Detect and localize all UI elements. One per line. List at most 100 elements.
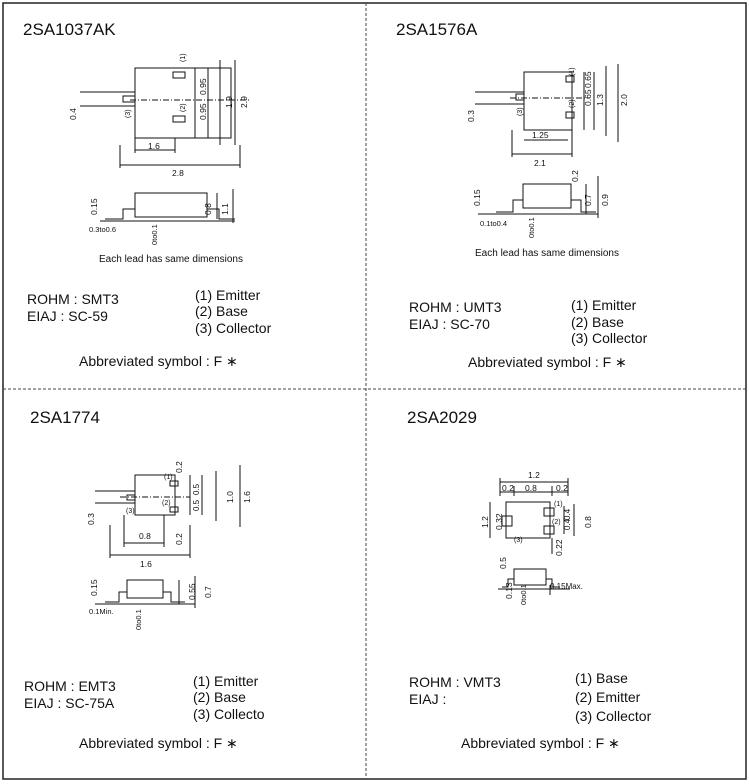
dim-pitch-2: 0.95 xyxy=(198,103,208,120)
pin-1-function: (1) Emitter xyxy=(193,673,259,689)
package-drawing-side: 0.15 0.1Min. 0to0.1 0.55 0.7 xyxy=(89,576,213,630)
pin-3-label: (3) xyxy=(125,109,132,118)
pin-3-function: (3) Collector xyxy=(195,320,272,336)
dim-pitch-1: 0.5 xyxy=(192,483,201,495)
package-drawing-top: 0.3 (3) (1) (2) 0.65 0.65 1.3 2.0 1.25 2… xyxy=(466,64,629,167)
dim-span: 1.3 xyxy=(595,94,605,106)
dim-total-height: 0.7 xyxy=(203,586,213,598)
pin-3-function: (3) Collector xyxy=(575,708,652,724)
pin-3-label: (3) xyxy=(514,537,523,544)
pin-1-label: (1) xyxy=(164,474,173,481)
dim-standoff: 0to0.1 xyxy=(150,224,159,245)
pin-1-function: (1) Emitter xyxy=(571,297,637,313)
lead-note: Each lead has same dimensions xyxy=(99,254,243,265)
lead-note: Each lead has same dimensions xyxy=(475,248,619,259)
dim-span: 1.9 xyxy=(224,96,234,108)
pin-3-function: (3) Collecto xyxy=(193,706,265,722)
pin-1-function: (1) Emitter xyxy=(195,287,261,303)
pin-2-function: (2) Emitter xyxy=(575,689,641,705)
package-drawing-side: 0.15 0.3to0.6 0to0.1 0.8 1.1 xyxy=(89,189,235,245)
pin-2-label: (2) xyxy=(180,103,187,112)
package-drawing-top: 0.3 (3) (1) (2) 0.2 0.2 0.5 0.5 1.0 1.6 … xyxy=(86,461,252,569)
abbreviated-symbol: Abbreviated symbol : F ∗ xyxy=(79,735,238,751)
dim-total-length: 1.6 xyxy=(242,491,252,503)
rohm-package: ROHM : UMT3 xyxy=(409,299,502,315)
rohm-package: ROHM : SMT3 xyxy=(27,291,119,307)
dim-lead-thickness: 0.15 xyxy=(89,198,99,215)
package-drawing-top: 0.4 (3) (1) (2) 0.95 0.95 1.9 2.9 1.6 2.… xyxy=(68,53,250,178)
dim-body-width: 1.6 xyxy=(148,141,160,151)
dim-lead-thickness: 0.15 xyxy=(472,189,482,206)
dim-lead-bottom: 0.2 xyxy=(174,533,184,545)
part-number: 2SA2029 xyxy=(407,408,477,427)
dim-standoff: 0to0.1 xyxy=(527,217,536,238)
pin-1-label: (1) xyxy=(554,501,563,508)
package-drawing-top: 1.2 0.2 0.8 0.2 1.2 0.32 (3) (1) (2) 0.4… xyxy=(480,470,593,556)
pin-3-function: (3) Collector xyxy=(571,330,648,346)
pin-2-function: (2) Base xyxy=(571,314,624,330)
dim-lead-3-width: 0.32 xyxy=(494,513,504,530)
dim-total-width: 1.2 xyxy=(528,470,540,480)
package-drawing-side: 0.5 0.13 0to0.1 0.15Max. xyxy=(498,557,583,605)
dim-body-height: 0.7 xyxy=(583,194,593,206)
pin-3-label: (3) xyxy=(126,508,135,515)
dim-standoff: 0to0.1 xyxy=(519,584,528,605)
dim-pitch-1: 0.4 xyxy=(563,508,572,520)
dim-lead-top: 0.2 xyxy=(174,461,184,473)
dim-lead-width: 0.4 xyxy=(68,108,78,120)
dim-lead-width: 0.3 xyxy=(86,513,96,525)
eiaj-package: EIAJ : SC-75A xyxy=(24,695,115,711)
dim-total-height: 0.9 xyxy=(600,194,610,206)
pin-2-function: (2) Base xyxy=(195,303,248,319)
dim-pitch-2: 0.5 xyxy=(192,499,201,511)
rohm-package: ROHM : EMT3 xyxy=(24,678,116,694)
pin-3-label: (3) xyxy=(517,107,524,116)
dim-span: 1.0 xyxy=(225,491,235,503)
dim-lead-thickness: 0.13 xyxy=(504,582,514,599)
dim-standoff: 0to0.1 xyxy=(134,609,143,630)
dim-total-width: 1.6 xyxy=(140,559,152,569)
abbreviated-symbol: Abbreviated symbol : F ∗ xyxy=(468,354,627,370)
pin-1-label: (1) xyxy=(180,53,187,62)
dim-total-length: 1.2 xyxy=(480,516,490,528)
dim-body-width: 1.25 xyxy=(532,130,549,140)
dim-total-width: 2.1 xyxy=(534,158,546,167)
dim-pitch-2: 0.65 xyxy=(583,71,593,88)
abbreviated-symbol: Abbreviated symbol : F ∗ xyxy=(79,353,238,369)
dim-lead-length: 0.1Min. xyxy=(89,607,114,616)
dim-total-length: 2.0 xyxy=(619,94,629,106)
dim-lead-right: 0.2 xyxy=(556,483,568,493)
dim-lead-thickness: 0.15 xyxy=(89,579,99,596)
dim-lead-width: 0.3 xyxy=(466,110,476,122)
dim-lead-length: 0.1to0.4 xyxy=(480,219,507,228)
dim-pitch-2: 0.4 xyxy=(563,518,572,530)
part-number: 2SA1774 xyxy=(30,408,100,427)
dim-pitch-1: 0.95 xyxy=(198,78,208,95)
rohm-package: ROHM : VMT3 xyxy=(409,674,501,690)
dim-body-height: 0.8 xyxy=(203,203,213,215)
abbreviated-symbol: Abbreviated symbol : F ∗ xyxy=(461,735,620,751)
dim-lead-1-width: 0.22 xyxy=(554,539,564,556)
dim-lead-left: 0.2 xyxy=(502,483,514,493)
part-number: 2SA1037AK xyxy=(23,20,116,39)
dim-body-height: 0.55 xyxy=(187,583,197,600)
dim-body-height: 0.5 xyxy=(498,557,508,569)
part-number: 2SA1576A xyxy=(396,20,478,39)
eiaj-package: EIAJ : SC-59 xyxy=(27,308,108,324)
dim-total-height: 1.1 xyxy=(220,203,230,215)
dim-total-length: 2.9 xyxy=(239,96,249,108)
eiaj-package: EIAJ : SC-70 xyxy=(409,316,490,332)
dim-lead-length: 0.3to0.6 xyxy=(89,225,116,234)
dim-body-width: 0.8 xyxy=(525,483,537,493)
pin-2-label: (2) xyxy=(569,99,576,108)
eiaj-package: EIAJ : xyxy=(409,691,447,707)
dim-pitch-1: 0.65 xyxy=(583,89,593,106)
dim-lead-top: 0.2 xyxy=(570,170,580,182)
pin-1-function: (1) Base xyxy=(575,670,628,686)
dim-total-width: 2.8 xyxy=(172,168,184,178)
dim-body-width: 0.8 xyxy=(139,531,151,541)
pin-1-label: (1) xyxy=(569,67,576,76)
pin-2-label: (2) xyxy=(162,500,171,507)
pin-2-label: (2) xyxy=(552,519,561,526)
